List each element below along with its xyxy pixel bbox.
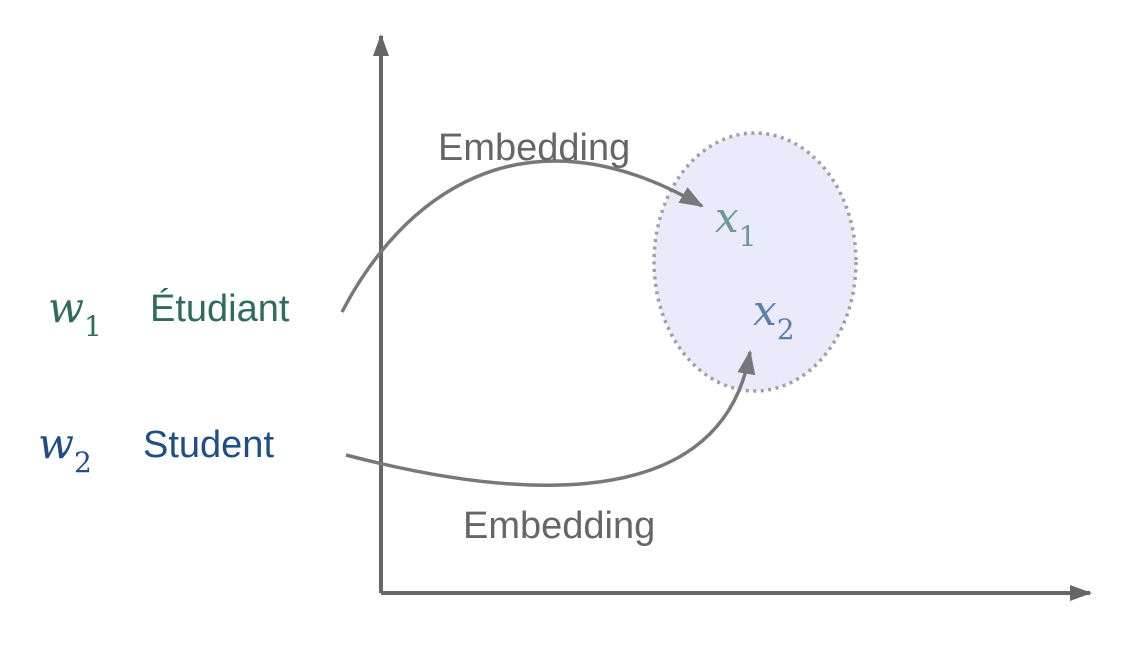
word-1-symbol-subscript: 1	[84, 310, 102, 343]
embedding-label-1: Embedding	[438, 127, 630, 169]
embedding-arrow-1	[340, 159, 704, 313]
vector-2-symbol-subscript: 2	[777, 313, 795, 346]
vector-2-symbol-letter: x	[753, 286, 777, 335]
word-2-symbol-letter: w	[38, 419, 74, 468]
word-1-symbol-letter: w	[48, 283, 84, 332]
word-2-label: Student	[143, 424, 274, 466]
vector-1-symbol-letter: x	[715, 193, 739, 242]
embedding-cluster	[652, 131, 858, 393]
vector-1-symbol: x1	[715, 193, 757, 253]
vector-1-symbol-subscript: 1	[739, 220, 757, 253]
word-1-symbol: w1	[48, 283, 102, 343]
embedding-label-2: Embedding	[463, 505, 655, 547]
vector-2-symbol: x2	[753, 286, 795, 346]
word-2-symbol-subscript: 2	[74, 446, 92, 479]
word-1-label: Étudiant	[150, 287, 290, 330]
embedding-arrow-2	[345, 350, 756, 487]
word-2-symbol: w2	[38, 419, 92, 479]
